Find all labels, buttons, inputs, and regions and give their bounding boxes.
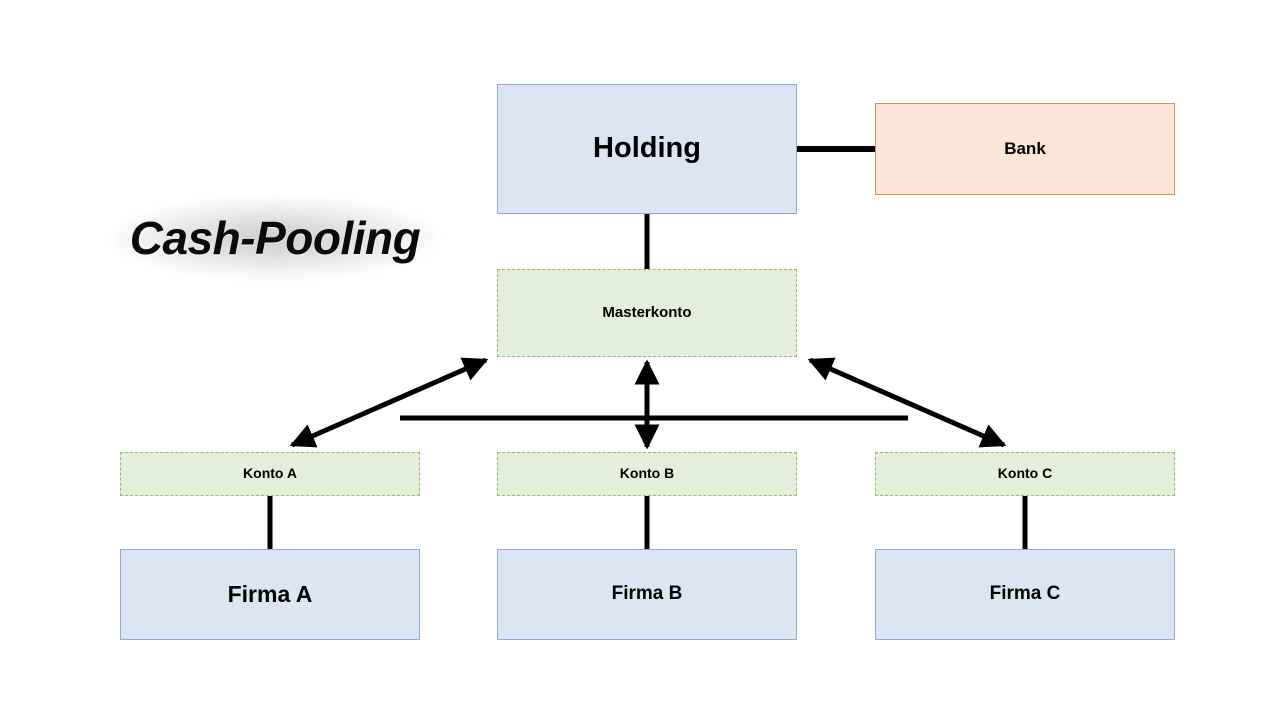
node-masterkonto[interactable]: Masterkonto [497,269,797,357]
connector-masterkonto-to-konto-c [807,357,1007,448]
diagram-title-text: Cash-Pooling [129,211,421,264]
node-firma-c[interactable]: Firma C [875,549,1175,640]
node-konto-c-label: Konto C [997,465,1053,482]
node-holding-label: Holding [593,132,701,165]
node-firma-a-label: Firma A [227,580,313,607]
node-konto-b-label: Konto B [619,465,675,482]
node-bank-label: Bank [1004,138,1046,158]
node-holding[interactable]: Holding [497,84,797,214]
node-bank[interactable]: Bank [875,103,1175,195]
node-masterkonto-label: Masterkonto [602,303,692,321]
diagram-title: Cash-Pooling [60,185,490,290]
node-konto-b[interactable]: Konto B [497,452,797,496]
node-firma-c-label: Firma C [989,583,1061,605]
node-konto-a-label: Konto A [243,465,297,482]
connector-masterkonto-to-konto-a [289,357,489,448]
node-firma-b-label: Firma B [611,583,683,605]
node-konto-a[interactable]: Konto A [120,452,420,496]
node-firma-b[interactable]: Firma B [497,549,797,640]
node-firma-a[interactable]: Firma A [120,549,420,640]
title-glow-backdrop [110,197,440,278]
node-konto-c[interactable]: Konto C [875,452,1175,496]
